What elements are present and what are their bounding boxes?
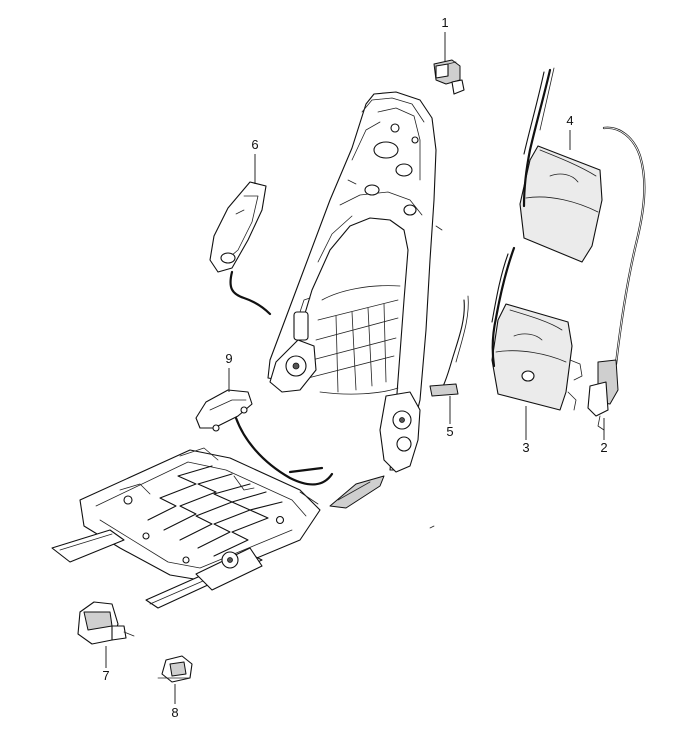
callout-1: 1 — [441, 15, 448, 30]
callout-7: 7 — [102, 668, 109, 683]
side-airbag-module-part — [209, 181, 272, 316]
heating-pad-lower-part — [491, 246, 583, 411]
wire-strip-part — [429, 295, 469, 397]
heating-pad-upper-part — [519, 67, 603, 263]
callout-5: 5 — [446, 424, 453, 439]
control-unit-part — [77, 601, 135, 645]
callout-4: 4 — [566, 113, 573, 128]
cushion-side-module-part — [195, 389, 385, 509]
callout-leaders — [105, 32, 605, 704]
callout-9: 9 — [225, 351, 232, 366]
callout-8: 8 — [171, 705, 178, 720]
callout-labels: 1 2 3 4 5 6 7 8 9 — [102, 15, 607, 720]
callout-6: 6 — [251, 137, 258, 152]
bracket-part — [157, 655, 193, 683]
seat-base-frame — [51, 447, 321, 609]
backrest-frame — [267, 91, 443, 473]
callout-2: 2 — [600, 440, 607, 455]
callout-3: 3 — [522, 440, 529, 455]
cable-harness-part — [587, 126, 646, 431]
connector-clip-part — [433, 59, 465, 95]
